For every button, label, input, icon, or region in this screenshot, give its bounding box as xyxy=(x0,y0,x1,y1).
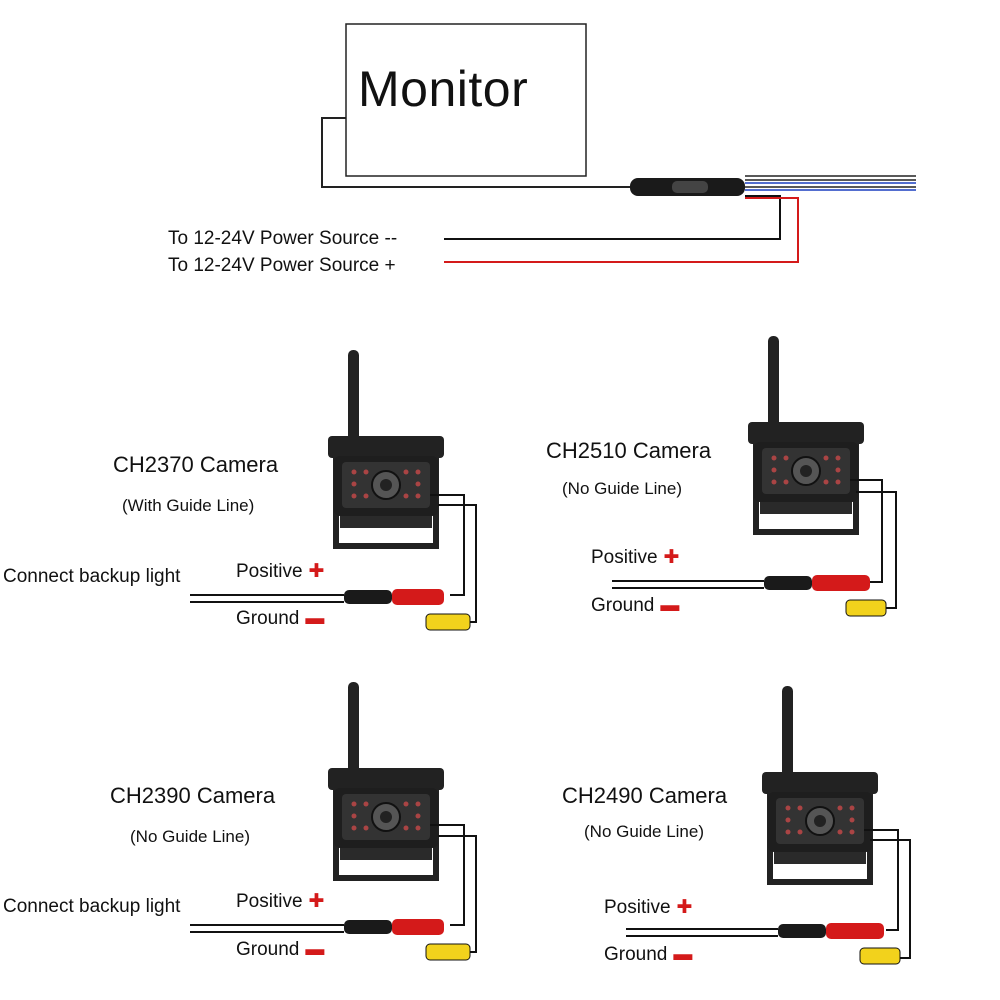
power-positive-label: To 12-24V Power Source + xyxy=(168,255,396,276)
positive-wire-label: Positive✚ xyxy=(236,891,325,912)
monitor-cable xyxy=(321,117,630,188)
ground-wire-label: Ground▬ xyxy=(236,608,325,629)
positive-power-wire xyxy=(444,197,799,263)
camera-subtitle: (With Guide Line) xyxy=(122,496,255,515)
camera-title: CH2370 Camera xyxy=(113,452,279,477)
monitor-label: Monitor xyxy=(358,61,529,117)
positive-wire-label: Positive✚ xyxy=(591,547,680,568)
plus-icon: ✚ xyxy=(676,897,693,918)
camera-subtitle: (No Guide Line) xyxy=(584,822,705,841)
camera-subtitle: (No Guide Line) xyxy=(130,827,251,846)
minus-icon: ▬ xyxy=(673,944,693,965)
camera-ch2510 xyxy=(612,336,897,617)
positive-wire-label: Positive✚ xyxy=(604,897,693,918)
positive-wire-label: Positive✚ xyxy=(236,561,325,582)
negative-power-wire xyxy=(444,195,781,240)
ground-wire-label: Ground▬ xyxy=(591,595,680,616)
camera-title: CH2490 Camera xyxy=(562,783,728,808)
monitor-box xyxy=(345,23,587,177)
camera-subtitle: (No Guide Line) xyxy=(562,479,683,498)
backup-light-label: Connect backup light xyxy=(3,896,181,917)
ground-wire-label: Ground▬ xyxy=(604,944,693,965)
camera-ch2390 xyxy=(190,682,477,961)
minus-icon: ▬ xyxy=(305,939,325,960)
camera-ch2490 xyxy=(626,686,911,965)
minus-icon: ▬ xyxy=(305,608,325,629)
backup-light-label: Connect backup light xyxy=(3,566,181,587)
camera-title: CH2390 Camera xyxy=(110,783,276,808)
camera-ch2370 xyxy=(190,350,477,631)
plus-icon: ✚ xyxy=(308,561,325,582)
power-negative-label: To 12-24V Power Source -- xyxy=(168,228,398,249)
plus-icon: ✚ xyxy=(308,891,325,912)
camera-title: CH2510 Camera xyxy=(546,438,712,463)
monitor-section xyxy=(321,23,916,263)
minus-icon: ▬ xyxy=(660,595,680,616)
ground-wire-label: Ground▬ xyxy=(236,939,325,960)
plus-icon: ✚ xyxy=(663,547,680,568)
